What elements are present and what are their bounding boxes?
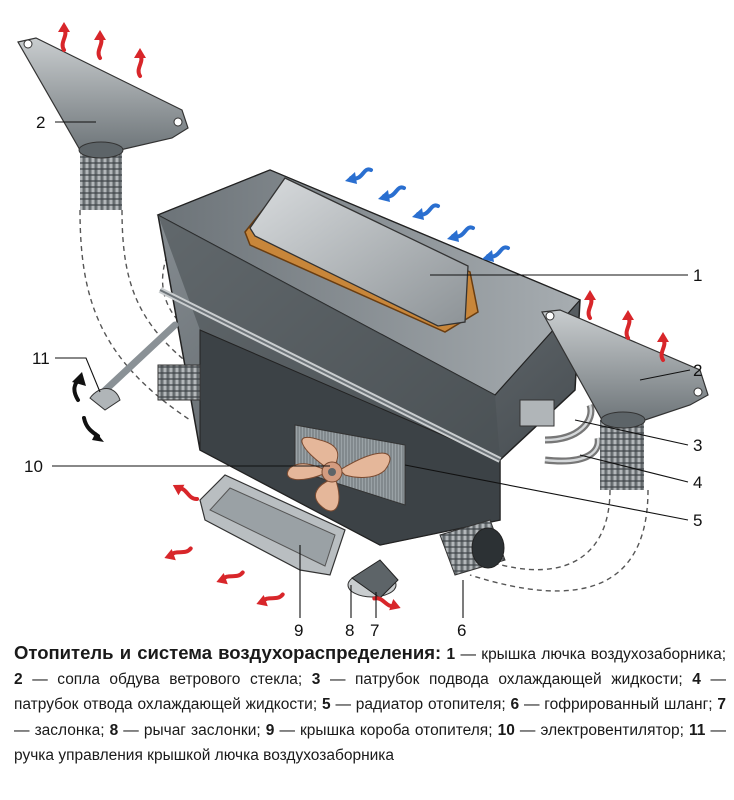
caption-num-3: 3: [311, 671, 321, 689]
caption-items: 1 — крышка лючка воздухозаборника; 2 — с…: [14, 646, 726, 764]
callout-4: 4: [693, 473, 702, 492]
callout-2-left: 2: [36, 113, 45, 132]
leader-lines: [52, 121, 691, 618]
windshield-nozzle-right: [541, 309, 709, 490]
heater-diagram: 1 2 2 3 4 5 6 7 8 9 10 11: [17, 20, 709, 640]
up-arrow-icon: [72, 372, 86, 386]
caption-num-11: 11: [689, 721, 706, 739]
heater-box-cover: [199, 474, 346, 576]
caption-text-8: — рычаг заслонки;: [118, 721, 266, 739]
caption-text-2: — сопла обдува ветрового стекла;: [22, 671, 312, 689]
figure-caption: Отопитель и система воздухораспределения…: [14, 640, 726, 798]
lower-hose-left: [157, 364, 201, 401]
callout-8: 8: [345, 621, 354, 640]
caption-text-1: — крышка лючка воздухозаборника;: [455, 646, 727, 663]
air-intake-lid: [244, 177, 479, 333]
caption-num-4: 4: [692, 671, 701, 689]
callout-6: 6: [457, 621, 466, 640]
caption-text-9: — крышка короба отопителя;: [274, 721, 498, 739]
coolant-pipes-highlight: [544, 404, 600, 463]
callout-1: 1: [693, 266, 702, 285]
callout-9: 9: [294, 621, 303, 640]
callout-7: 7: [370, 621, 379, 640]
caption-text-4: — патрубок отвода охлаждающей жидкости;: [14, 671, 726, 714]
caption-text-5: — радиатор отопителя;: [330, 696, 511, 714]
callout-3: 3: [693, 436, 702, 455]
damper: [347, 559, 399, 599]
caption-text-6: — гофрированный шланг;: [519, 696, 718, 714]
electric-fan: [287, 436, 391, 512]
caption-num-10: 10: [497, 721, 515, 739]
callout-10: 10: [24, 457, 43, 476]
windshield-nozzle-left: [17, 37, 189, 210]
down-arrow-icon: [92, 432, 104, 442]
caption-text-7: — заслонка;: [14, 721, 110, 739]
caption-num-9: 9: [265, 721, 275, 739]
caption-num-7: 7: [717, 696, 726, 714]
caption-num-2: 2: [14, 671, 23, 689]
callout-2-right: 2: [693, 361, 702, 380]
caption-title: Отопитель и система воздухораспределения…: [14, 642, 442, 663]
callout-5: 5: [693, 511, 702, 530]
callout-11: 11: [32, 349, 50, 368]
coolant-valve: [519, 399, 555, 427]
caption-text-11: — ручка управления крышкой лючка воздухо…: [14, 721, 726, 764]
caption-text-3: — патрубок подвода охлаждающей жидкости;: [320, 671, 693, 689]
caption-num-1: 1: [446, 646, 456, 663]
caption-text-10: — электровентилятор;: [514, 721, 690, 739]
corrugated-hose: [439, 519, 506, 576]
caption-num-5: 5: [321, 696, 331, 714]
handle-motion-arrows: [72, 376, 100, 438]
control-handle: [89, 321, 179, 411]
caption-num-8: 8: [109, 721, 119, 739]
caption-num-6: 6: [510, 696, 520, 714]
heater-box: [156, 169, 582, 546]
